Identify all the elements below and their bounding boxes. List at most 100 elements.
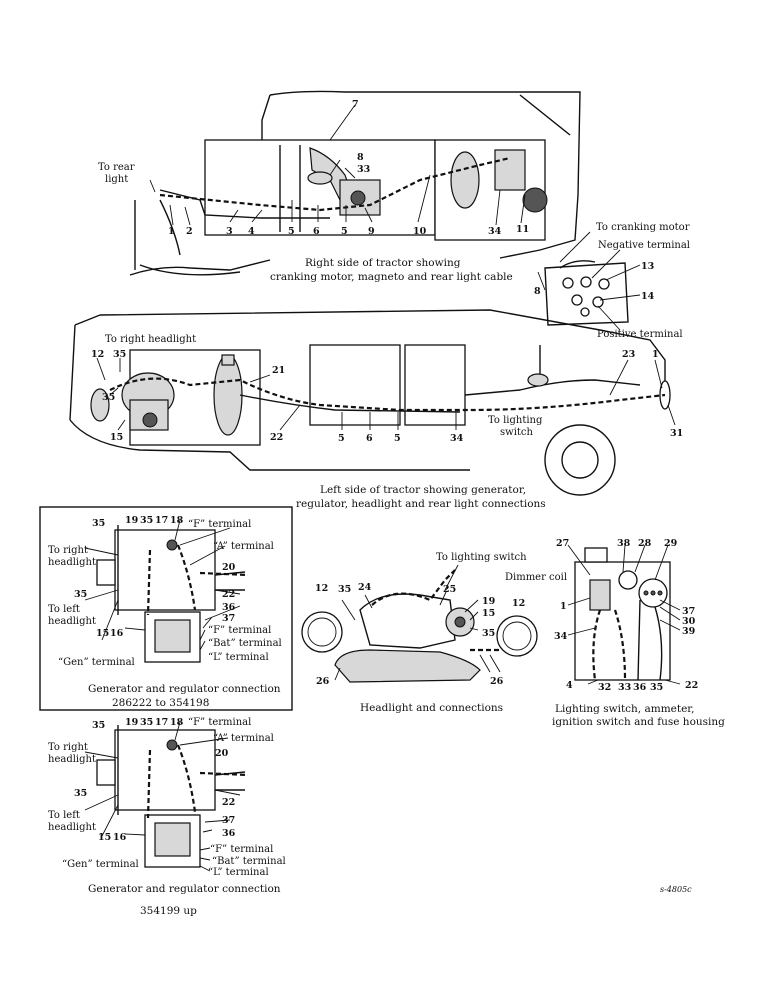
- headlight-and-connections: To lighting switch 12 35 24 25 19 15 35 …: [301, 552, 538, 714]
- callout-neg-13: 13: [641, 261, 654, 272]
- to-left-headlight-label-1b: headlight: [48, 616, 96, 627]
- callout-sw-37: 37: [682, 606, 695, 617]
- lighting-switch-caption-line2: ignition switch and fuse housing: [552, 716, 725, 728]
- f-terminal-label-2: “F” terminal: [188, 717, 251, 728]
- callout-g1-15: 15: [96, 628, 109, 639]
- callout-hl-15: 15: [482, 608, 495, 619]
- callout-neg-8: 8: [534, 286, 541, 297]
- callout-g2-36: 36: [222, 828, 236, 839]
- callout-g1-35b: 35: [140, 515, 153, 526]
- callout-sw-38: 38: [617, 538, 631, 549]
- callout-g2-18: 18: [170, 717, 184, 728]
- callout-rs-6: 6: [313, 226, 320, 237]
- gen-terminal-label-1: “Gen” terminal: [58, 657, 135, 668]
- callout-ls-6: 6: [366, 433, 373, 444]
- to-lighting-switch-label-line2: switch: [500, 427, 534, 438]
- callout-g1-36: 36: [222, 602, 236, 613]
- callout-ls-35a: 35: [113, 349, 126, 360]
- dimmer-coil-label: Dimmer coil: [505, 572, 567, 583]
- right-side-caption-line1: Right side of tractor showing: [305, 257, 461, 269]
- callout-rs-1: 1: [168, 226, 175, 237]
- callout-neg-14: 14: [641, 291, 655, 302]
- callout-g1-16: 16: [110, 628, 124, 639]
- callout-rs-4: 4: [248, 226, 255, 237]
- callout-hl-35a: 35: [338, 584, 351, 595]
- to-right-headlight-label-2a: To right: [48, 742, 88, 753]
- callout-sw-30: 30: [682, 616, 696, 627]
- callout-g2-35a: 35: [92, 720, 105, 731]
- cranking-motor-terminal-inset: To cranking motor Negative terminal Posi…: [534, 222, 690, 340]
- callout-rs-34: 34: [488, 226, 502, 237]
- callout-sw-4: 4: [566, 680, 573, 691]
- callout-rs-2: 2: [186, 226, 193, 237]
- to-right-headlight-label-1b: headlight: [48, 557, 96, 568]
- callout-g1-19: 19: [125, 515, 139, 526]
- callout-hl-26a: 26: [316, 676, 330, 687]
- to-left-headlight-label-2a: To left: [48, 810, 80, 821]
- generator-regulator-connection-1: “F” terminal “A” terminal To right headl…: [39, 506, 293, 711]
- a-terminal-label-1: “A” terminal: [213, 541, 274, 552]
- callout-sw-36: 36: [633, 682, 647, 693]
- callout-ls-15: 15: [110, 432, 123, 443]
- bat-terminal-label-2: “Bat” terminal: [212, 856, 286, 867]
- to-lighting-switch-label-b: To lighting switch: [436, 552, 527, 563]
- generator-regulator-connection-2: 35 19 35 17 18 “F” terminal “A” terminal…: [48, 717, 286, 917]
- callout-sw-1: 1: [560, 601, 567, 612]
- headlight-caption: Headlight and connections: [360, 702, 503, 714]
- callout-rs-3: 3: [226, 226, 233, 237]
- callout-g2-17: 17: [155, 717, 168, 728]
- callout-g2-35b: 35: [140, 717, 153, 728]
- callout-ls-1: 1: [652, 349, 659, 360]
- callout-g1-35a: 35: [92, 518, 105, 529]
- a-terminal-label-2: “A” terminal: [213, 733, 274, 744]
- callout-sw-39: 39: [682, 626, 696, 637]
- callout-g2-15: 15: [98, 832, 111, 843]
- callout-g2-19: 19: [125, 717, 139, 728]
- callout-hl-19: 19: [482, 596, 496, 607]
- callout-g1-17: 17: [155, 515, 168, 526]
- to-lighting-switch-label-line1: To lighting: [488, 415, 543, 426]
- gen-reg-2-caption-line2: 354199 up: [140, 905, 197, 917]
- lighting-switch-housing: Dimmer coil 27 38 28 29 1 37 30 39 34 4 …: [505, 538, 725, 728]
- to-right-headlight-label-1a: To right: [48, 545, 88, 556]
- to-right-headlight-label: To right headlight: [105, 334, 196, 345]
- callout-hl-25: 25: [443, 584, 456, 595]
- callout-ls-22: 22: [270, 432, 283, 443]
- gen-reg-1-caption-line1: Generator and regulator connection: [88, 683, 281, 695]
- callout-g1-20: 20: [222, 562, 236, 573]
- gen-terminal-label-2: “Gen” terminal: [62, 859, 139, 870]
- l-terminal-label-1: “L” terminal: [208, 652, 269, 663]
- to-rear-light-label-line1: To rear: [98, 162, 135, 173]
- callout-sw-32: 32: [598, 682, 611, 693]
- callout-ls-35b: 35: [102, 392, 115, 403]
- drawing-code: s-4805c: [660, 885, 692, 894]
- to-left-headlight-label-1a: To left: [48, 604, 80, 615]
- callout-hl-24: 24: [358, 582, 372, 593]
- right-side-caption-line2: cranking motor, magneto and rear light c…: [270, 271, 513, 283]
- left-side-caption-line2: regulator, headlight and rear light conn…: [296, 498, 546, 510]
- callout-g1-18: 18: [170, 515, 184, 526]
- callout-sw-34: 34: [554, 631, 568, 642]
- callout-sw-29: 29: [664, 538, 678, 549]
- callout-hl-26b: 26: [490, 676, 504, 687]
- bat-terminal-label-1: “Bat” terminal: [208, 638, 282, 649]
- left-side-view: To right headlight To lighting switch Le…: [69, 309, 683, 510]
- callout-hl-12a: 12: [315, 583, 328, 594]
- callout-g1-22: 22: [222, 589, 235, 600]
- callout-rs-11: 11: [516, 224, 529, 235]
- gen-reg-2-caption-line1: Generator and regulator connection: [88, 883, 281, 895]
- callout-g1-35c: 35: [74, 589, 87, 600]
- callout-sw-22: 22: [685, 680, 698, 691]
- to-left-headlight-label-2b: headlight: [48, 822, 96, 833]
- left-side-caption-line1: Left side of tractor showing generator,: [320, 484, 526, 496]
- to-cranking-motor-label: To cranking motor: [596, 222, 690, 233]
- callout-ls-21: 21: [272, 365, 285, 376]
- l-terminal-label-2: “L” terminal: [208, 867, 269, 878]
- callout-ls-31: 31: [670, 428, 683, 439]
- f-terminal-label-1b: “F” terminal: [208, 625, 271, 636]
- callout-rs-10: 10: [413, 226, 427, 237]
- callout-g2-20: 20: [215, 748, 229, 759]
- to-right-headlight-label-2b: headlight: [48, 754, 96, 765]
